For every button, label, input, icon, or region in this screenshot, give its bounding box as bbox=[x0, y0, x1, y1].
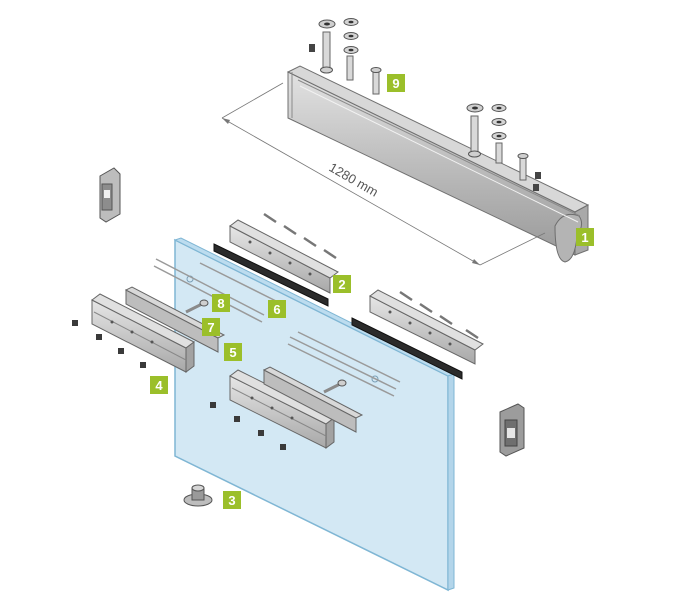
pressure-plate-lower bbox=[262, 366, 364, 433]
clamp-plate-lower-left bbox=[91, 293, 195, 373]
pins-7-8 bbox=[185, 299, 209, 314]
pin-lower bbox=[323, 379, 347, 394]
svg-text:2: 2 bbox=[338, 277, 345, 292]
sealing-strips-upper bbox=[153, 258, 277, 323]
svg-text:3: 3 bbox=[228, 493, 235, 508]
callout-6: 6 bbox=[268, 300, 286, 318]
clamp-plate-upper-middle bbox=[213, 212, 339, 307]
floor-guide bbox=[183, 484, 213, 507]
fixing-hardware-left bbox=[309, 18, 382, 95]
callout-8: 8 bbox=[212, 294, 230, 312]
end-cap-left bbox=[99, 167, 121, 223]
top-rail-profile bbox=[286, 65, 590, 263]
fixing-hardware-right bbox=[466, 103, 541, 191]
square-nuts-lower bbox=[210, 402, 286, 450]
svg-text:4: 4 bbox=[155, 378, 163, 393]
callout-7: 7 bbox=[202, 318, 220, 336]
square-nuts-left bbox=[72, 320, 146, 368]
svg-text:6: 6 bbox=[273, 302, 280, 317]
end-cap-right bbox=[499, 403, 525, 457]
callout-2: 2 bbox=[333, 275, 351, 293]
pressure-plate-left bbox=[124, 286, 226, 353]
callout-4: 4 bbox=[150, 376, 168, 394]
svg-text:5: 5 bbox=[229, 345, 236, 360]
svg-text:7: 7 bbox=[207, 320, 214, 335]
svg-text:1: 1 bbox=[581, 230, 588, 245]
sealing-strips-lower bbox=[287, 331, 401, 397]
callout-1: 1 bbox=[576, 228, 594, 246]
callout-3: 3 bbox=[223, 491, 241, 509]
svg-text:8: 8 bbox=[217, 296, 224, 311]
callout-5: 5 bbox=[224, 343, 242, 361]
callout-9: 9 bbox=[387, 74, 405, 92]
dimension-label: 1280 mm bbox=[327, 160, 381, 200]
clamp-plate-lower-middle bbox=[229, 369, 335, 449]
clamp-plate-right bbox=[351, 289, 484, 380]
svg-text:9: 9 bbox=[392, 76, 399, 91]
